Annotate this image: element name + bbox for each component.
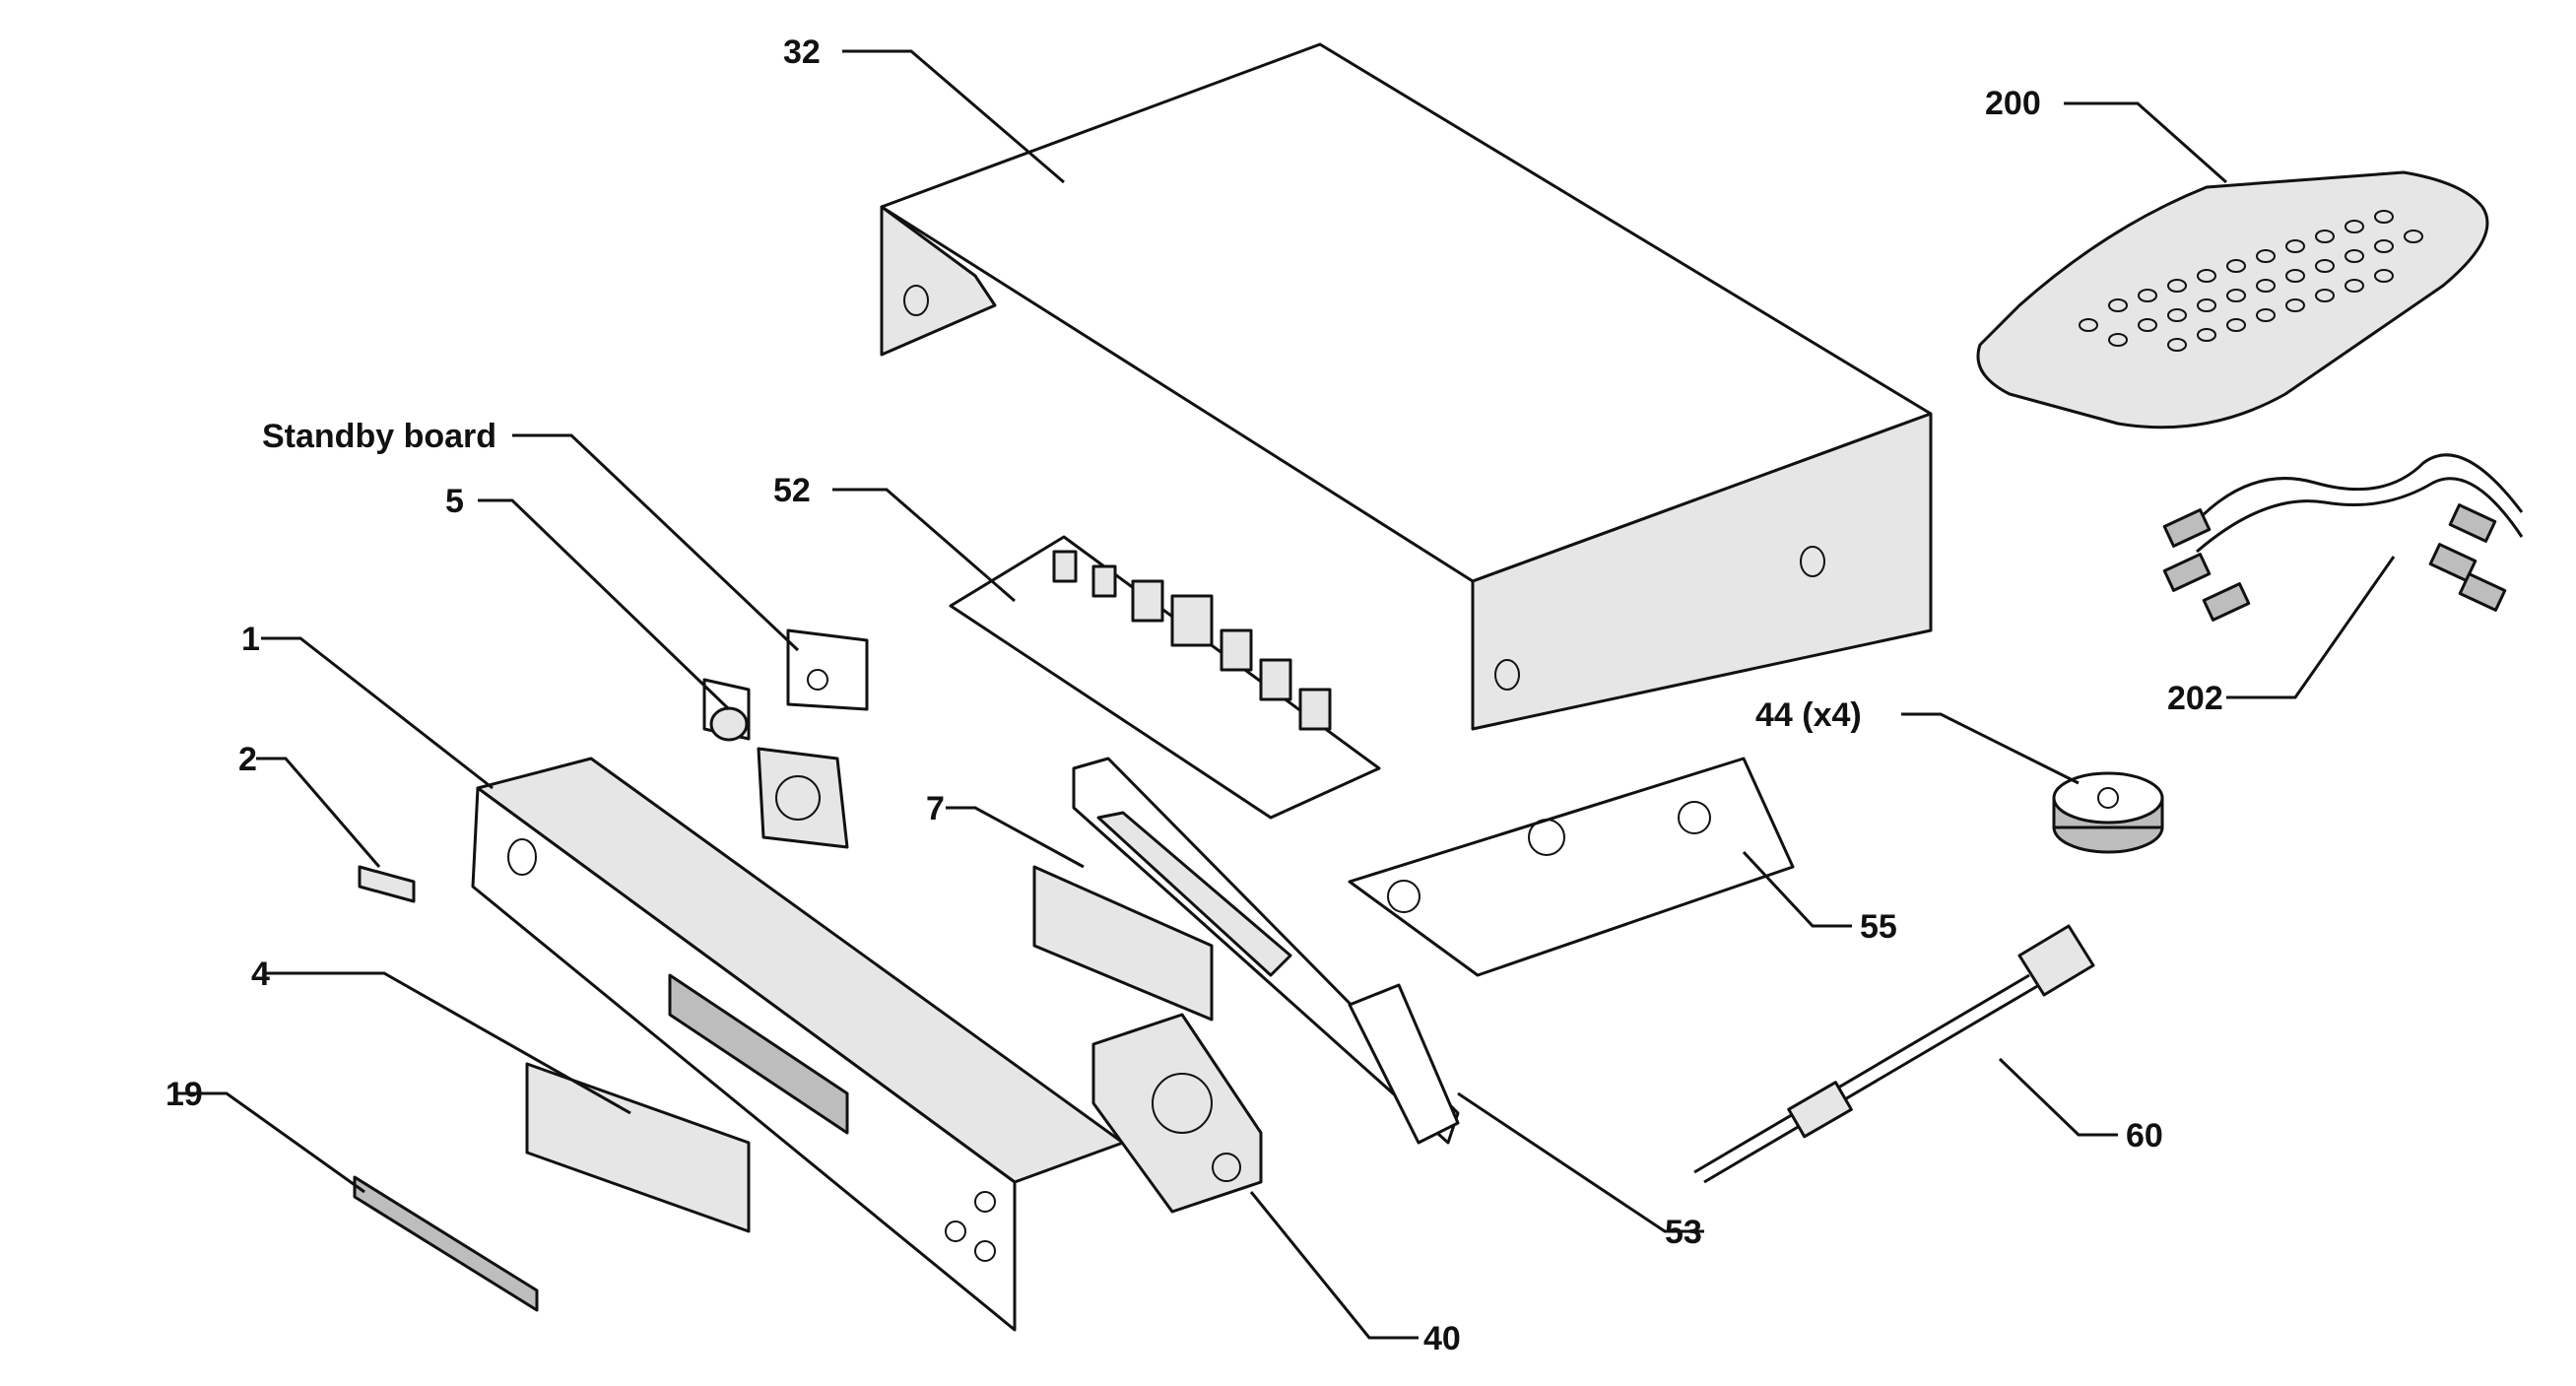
part-5-knob: [709, 706, 749, 742]
callout-32: 32: [783, 33, 821, 71]
callout-52: 52: [773, 472, 811, 509]
part-200-remote-control: [1976, 170, 2489, 429]
callout-7: 7: [926, 790, 945, 827]
standby-bracket: [757, 747, 849, 849]
part-55-main-board: [1348, 757, 1795, 977]
callout-44: 44 (x4): [1755, 696, 1862, 734]
part-1-front-panel: [471, 757, 1125, 1332]
part-202-av-cable: [2162, 453, 2524, 622]
callout-60: 60: [2126, 1117, 2163, 1155]
part-53-display-board: [1072, 757, 1460, 1145]
callout-labels: 32 200 Standby board 5 52 1 2 4 19 7 44 …: [165, 33, 2223, 1357]
part-7-display-lens: [1032, 865, 1214, 1022]
part-60-power-cord: [1693, 924, 2095, 1184]
part-44-foot: [2052, 771, 2164, 854]
callout-202: 202: [2167, 680, 2223, 717]
part-2-badge: [358, 865, 416, 903]
callout-40: 40: [1423, 1320, 1461, 1357]
leader-lines: [177, 49, 2396, 1340]
callout-200: 200: [1985, 85, 2041, 122]
callout-55: 55: [1860, 908, 1897, 946]
part-4-display-window: [525, 1062, 751, 1233]
part-40-bracket: [1091, 1013, 1263, 1214]
callout-4: 4: [251, 956, 270, 993]
part-19-door-trim: [353, 1175, 539, 1312]
callout-19: 19: [165, 1076, 203, 1113]
callout-5: 5: [445, 483, 464, 520]
part-32-top-cover: [880, 42, 1933, 731]
callout-standby-board: Standby board: [262, 418, 496, 455]
part-52-rear-board: [949, 535, 1381, 820]
callout-53: 53: [1665, 1214, 1702, 1251]
callout-1: 1: [241, 621, 260, 658]
callout-2: 2: [238, 741, 257, 778]
